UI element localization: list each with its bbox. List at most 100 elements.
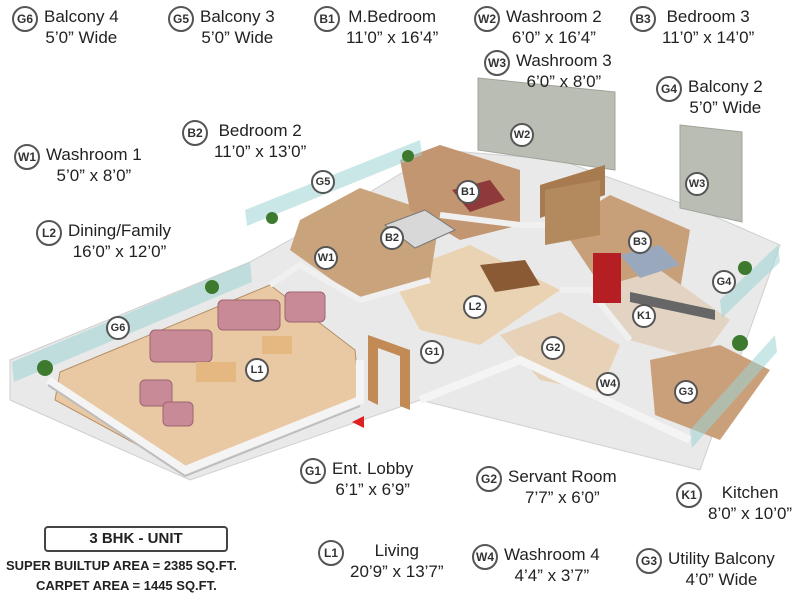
- legend-bedroom2: B2 Bedroom 2 11’0” x 13’0”: [182, 120, 306, 162]
- legend-code-badge: B1: [314, 6, 340, 32]
- wall-right: [418, 355, 692, 444]
- super-builtup-area: SUPER BUILTUP AREA = 2385 SQ.FT.: [6, 558, 237, 573]
- legend-room-name: Balcony 2: [688, 77, 763, 96]
- wardrobe-bedroom3: [545, 180, 600, 245]
- legend-code-badge: G4: [656, 76, 682, 102]
- legend-room-name: Washroom 1: [46, 145, 142, 164]
- plan-label-g5: G5: [311, 170, 335, 194]
- legend-room-dim: 20’9” x 13’7”: [350, 562, 444, 581]
- legend-room-name: Kitchen: [721, 483, 779, 502]
- legend-mbedroom: B1 M.Bedroom 11’0” x 16’4”: [314, 6, 438, 48]
- legend-balcony2: G4 Balcony 2 5’0” Wide: [656, 76, 763, 118]
- wall-interior-1: [268, 261, 431, 304]
- legend-bedroom3: B3 Bedroom 3 11’0” x 14’0”: [630, 6, 754, 48]
- legend-room-dim: 4’4” x 3’7”: [514, 566, 590, 585]
- legend-code-badge: G1: [300, 458, 326, 484]
- legend-room-dim: 6’0” x 8’0”: [526, 72, 602, 91]
- legend-room-dim: 16’0” x 12’0”: [72, 242, 167, 261]
- legend-code-badge: K1: [676, 482, 702, 508]
- legend-room-dim: 11’0” x 14’0”: [662, 28, 755, 47]
- legend-room-dim: 5’0” Wide: [45, 28, 118, 47]
- bedroom2-floor: [290, 188, 440, 300]
- plan-label-b1: B1: [456, 180, 480, 204]
- utility-floor: [650, 345, 770, 440]
- legend-room-name: Utility Balcony: [668, 549, 775, 568]
- legend-room-name: Balcony 3: [200, 7, 275, 26]
- wall-interior-3: [560, 287, 633, 342]
- plan-label-b3: B3: [628, 230, 652, 254]
- washroom3-tiles: [679, 124, 743, 223]
- washroom2-tiles: [477, 77, 616, 171]
- legend-code-badge: G2: [476, 466, 502, 492]
- legend-dining-family: L2 Dining/Family 16’0” x 12’0”: [36, 220, 171, 262]
- legend-room-name: Servant Room: [508, 467, 617, 486]
- plan-label-g6: G6: [106, 316, 130, 340]
- glass-railing-g6: [12, 262, 252, 382]
- legend-code-badge: B3: [630, 6, 656, 32]
- wall-front: [45, 360, 364, 475]
- legend-room-dim: 11’0” x 13’0”: [214, 142, 307, 161]
- legend-code-badge: G3: [636, 548, 662, 574]
- legend-code-badge: W4: [472, 544, 498, 570]
- kitchen-floor: [590, 270, 730, 360]
- plan-label-b2: B2: [380, 226, 404, 250]
- plan-label-w3: W3: [685, 172, 709, 196]
- plan-label-g3: G3: [674, 380, 698, 404]
- coffee-table: [196, 362, 236, 382]
- legend-code-badge: W2: [474, 6, 500, 32]
- legend-room-name: Living: [374, 541, 419, 560]
- wall-front-shadow: [47, 384, 361, 478]
- legend-room-name: Dining/Family: [68, 221, 171, 240]
- legend-room-dim: 4’0” Wide: [685, 570, 758, 589]
- legend-room-name: Washroom 3: [516, 51, 612, 70]
- legend-washroom2: W2 Washroom 2 6’0” x 16’4”: [474, 6, 602, 48]
- carpet-area: CARPET AREA = 1445 SQ.FT.: [36, 578, 217, 593]
- plan-label-w2: W2: [510, 123, 534, 147]
- legend-room-name: Bedroom 2: [218, 121, 302, 140]
- legend-code-badge: B2: [182, 120, 208, 146]
- legend-code-badge: W3: [484, 50, 510, 76]
- plan-label-l2: L2: [463, 295, 487, 319]
- legend-room-dim: 5’0” Wide: [201, 28, 274, 47]
- bed-bedroom2: [383, 209, 457, 249]
- plan-label-w4: W4: [596, 372, 620, 396]
- legend-room-name: Balcony 4: [44, 7, 119, 26]
- legend-room-dim: 6’0” x 16’4”: [511, 28, 596, 47]
- legend-kitchen: K1 Kitchen 8’0” x 10’0”: [676, 482, 792, 524]
- coffee-table-2: [262, 336, 292, 354]
- legend-code-badge: L2: [36, 220, 62, 246]
- legend-room-dim: 5’0” Wide: [689, 98, 762, 117]
- unit-type-box: 3 BHK - UNIT: [44, 526, 228, 552]
- plan-label-k1: K1: [632, 304, 656, 328]
- kitchen-counter: [630, 292, 715, 320]
- legend-code-badge: G6: [12, 6, 38, 32]
- living-sofas: [139, 291, 326, 427]
- legend-room-dim: 5’0” x 8’0”: [56, 166, 132, 185]
- plan-label-g4: G4: [712, 270, 736, 294]
- legend-utility-balcony: G3 Utility Balcony 4’0” Wide: [636, 548, 775, 590]
- dining-table: [480, 260, 540, 292]
- glass-railing-g4: [720, 245, 780, 318]
- plan-label-g2: G2: [541, 336, 565, 360]
- glass-railing-g3: [690, 335, 777, 448]
- legend-washroom3: W3 Washroom 3 6’0” x 8’0”: [484, 50, 612, 92]
- legend-balcony4: G6 Balcony 4 5’0” Wide: [12, 6, 119, 48]
- legend-code-badge: L1: [318, 540, 344, 566]
- legend-washroom1: W1 Washroom 1 5’0” x 8’0”: [14, 144, 142, 186]
- legend-room-name: M.Bedroom: [348, 7, 437, 26]
- legend-room-dim: 7’7” x 6’0”: [525, 488, 600, 507]
- legend-room-name: Bedroom 3: [666, 7, 750, 26]
- legend-room-name: Washroom 2: [506, 7, 602, 26]
- entry-arrow: [352, 416, 364, 428]
- legend-room-name: Washroom 4: [504, 545, 600, 564]
- entrance-door-frame: [368, 335, 410, 410]
- legend-room-name: Ent. Lobby: [332, 459, 414, 478]
- legend-washroom4: W4 Washroom 4 4’4” x 3’7”: [472, 544, 600, 586]
- legend-room-dim: 8’0” x 10’0”: [708, 504, 793, 523]
- legend-room-dim: 11’0” x 16’4”: [346, 28, 439, 47]
- plant-pots: [37, 150, 752, 376]
- legend-code-badge: W1: [14, 144, 40, 170]
